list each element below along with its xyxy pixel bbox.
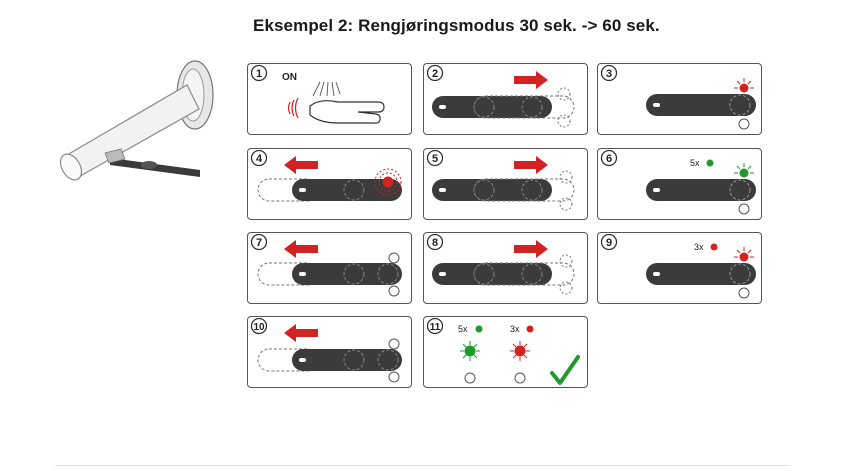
step-10-panel: 10 [247,316,412,388]
divider [55,465,790,466]
arrow-right-icon [514,156,548,174]
step-number: 9 [606,237,612,249]
green-blink-count: 5x [458,324,468,334]
green-flash-icon [460,341,480,361]
red-flash-icon [734,78,754,93]
arrow-left-icon [284,156,318,174]
arrow-right-icon [514,240,548,258]
green-dot-icon [475,325,483,333]
green-dot-icon [706,159,714,167]
step-number: 6 [606,153,612,165]
step-number: 3 [606,68,612,80]
green-flash-icon [734,163,754,178]
step-5-panel: 5 [423,148,588,220]
step-number: 1 [256,68,262,80]
step-9-panel: 9 3x [597,232,762,304]
faucet-illustration [59,60,214,181]
step-number: 5 [432,153,438,165]
step-1-panel: 1 ON [247,63,412,135]
page-title: Eksempel 2: Rengjøringsmodus 30 sek. -> … [253,16,660,35]
blink-count: 3x [694,242,704,252]
step-2-panel: 2 [423,63,588,135]
red-flash-icon [734,247,754,262]
red-flash-icon [510,341,530,361]
step-7-panel: 7 [247,232,412,304]
blink-count: 5x [690,158,700,168]
red-dot-icon [526,325,534,333]
step-number: 11 [430,322,441,333]
step-number: 7 [256,237,262,249]
step-number: 10 [253,322,265,333]
red-dot-icon [710,243,718,251]
arrow-left-icon [284,240,318,258]
step-4-panel: 4 [247,148,412,220]
arrow-right-icon [514,71,548,89]
on-label: ON [282,72,297,83]
off-led-icon [514,372,526,384]
red-flash-icon [374,168,402,196]
step-3-panel: 3 [597,63,762,135]
checkmark-icon [550,355,580,385]
red-blink-count: 3x [510,324,520,334]
water-spray-icon [312,81,341,97]
arrow-left-icon [284,324,318,342]
hand-icon [309,100,385,124]
sensor-icon [287,97,299,119]
step-number: 8 [432,237,438,249]
step-8-panel: 8 [423,232,588,304]
step-6-panel: 6 5x [597,148,762,220]
step-number: 2 [432,68,438,80]
off-led-icon [464,372,476,384]
step-number: 4 [256,153,263,165]
step-11-panel: 11 5x 3x [423,316,588,388]
